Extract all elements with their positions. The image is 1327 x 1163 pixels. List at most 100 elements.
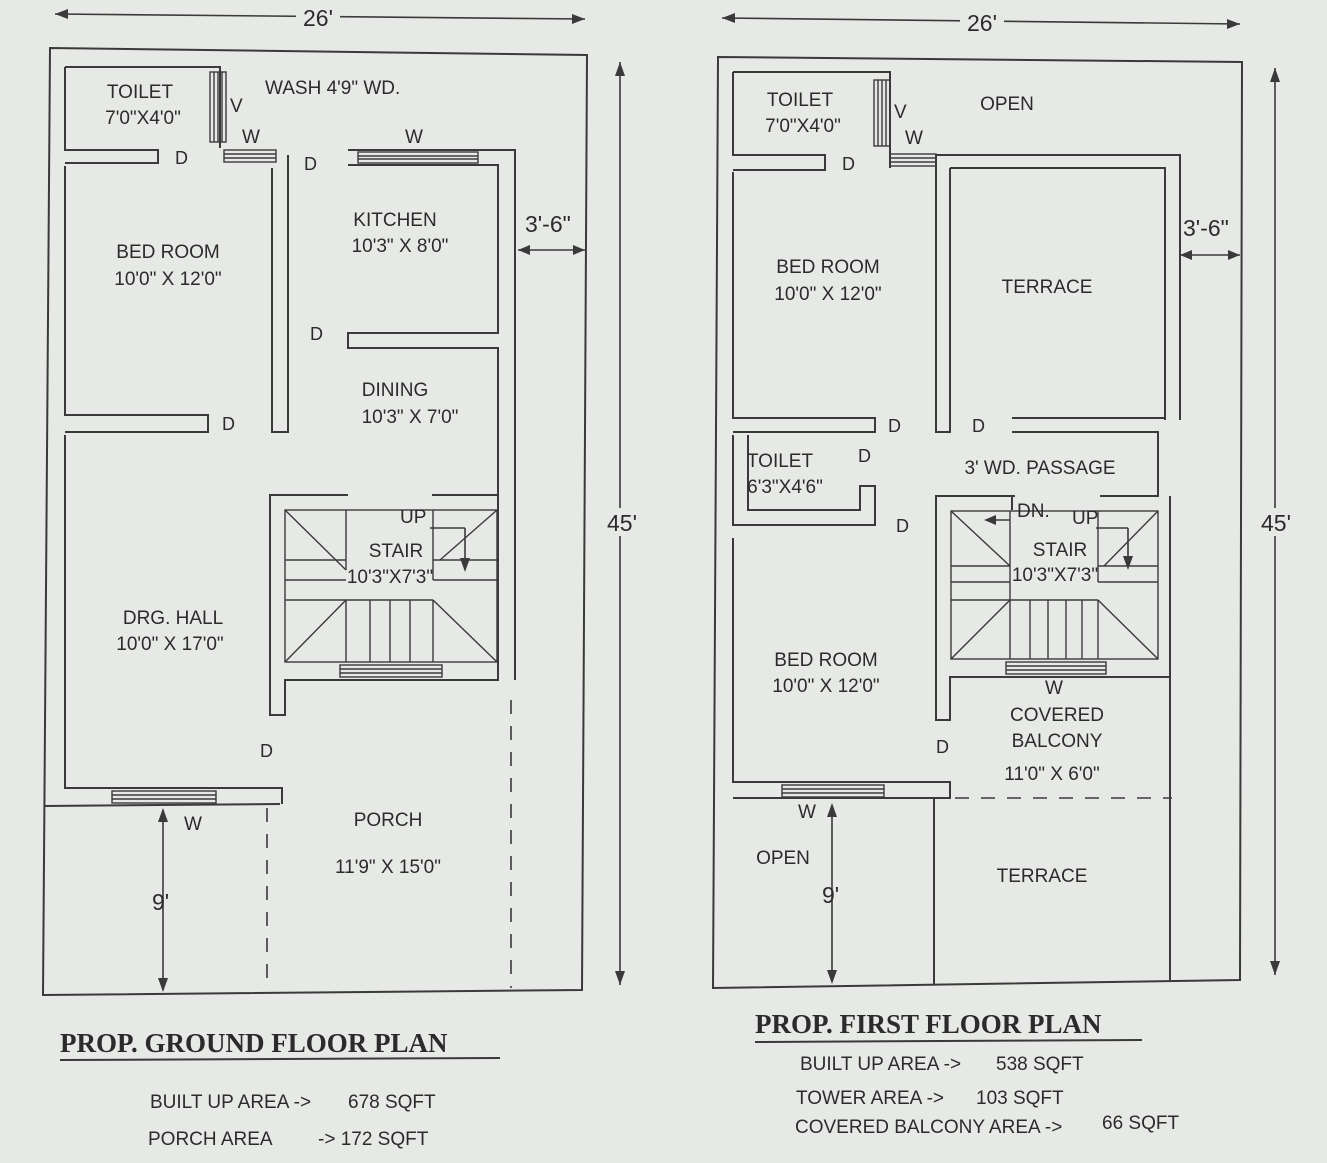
ff-stair-size: 10'3"X7'3" <box>1012 565 1098 586</box>
ff-balcony-line1: COVERED <box>1010 705 1104 726</box>
gf-ventilator-symbol: V <box>230 96 243 117</box>
ff-area-label: COVERED BALCONY AREA -> <box>795 1117 1062 1138</box>
arrow-down-icon <box>1123 556 1133 570</box>
gf-window-symbol: W <box>242 127 260 148</box>
gf-toilet-size: 7'0"X4'0" <box>105 108 181 129</box>
ff-plot-boundary <box>711 55 1244 990</box>
gf-stair-name: STAIR <box>369 541 424 562</box>
arrow-down-icon <box>615 971 625 985</box>
ff-stair-name: STAIR <box>1033 540 1088 561</box>
arrow-left-icon <box>55 9 68 19</box>
gf-porch-window-symbol: W <box>184 814 202 835</box>
ff-open-top: OPEN <box>980 94 1034 115</box>
arrow-up-icon <box>158 808 168 822</box>
gf-front-wall <box>43 803 281 807</box>
arrow-left-icon <box>984 515 996 525</box>
gf-porch-size: 11'9" X 15'0" <box>335 857 441 878</box>
gf-area-label: BUILT UP AREA -> <box>150 1092 311 1113</box>
gf-door-symbol: D <box>175 148 188 168</box>
ff-door-symbol: D <box>888 416 901 436</box>
gf-kitchen-window <box>357 151 479 164</box>
gf-area-label: PORCH AREA <box>148 1129 273 1150</box>
gf-porch-name: PORCH <box>354 810 423 831</box>
gf-porch-depth: 9' <box>152 889 169 915</box>
gf-stair-outline <box>284 509 498 663</box>
gf-hall-walls <box>64 435 283 804</box>
gf-stair-size: 10'3"X7'3" <box>347 567 433 588</box>
gf-toilet-name: TOILET <box>107 82 174 103</box>
gf-bedroom-name: BED ROOM <box>116 242 219 263</box>
gf-kitchen-size: 10'3" X 8'0" <box>352 236 449 257</box>
ground-floor-plan: 26' 45' TOILET 7'0"X4'0" V W D WASH 4'9"… <box>41 5 637 1150</box>
ff-balcony-window-symbol: W <box>1045 678 1063 699</box>
gf-plot-boundary <box>41 46 589 997</box>
ff-door-symbol: D <box>858 446 871 466</box>
ff-passage-walls <box>1012 417 1165 497</box>
gf-kitchen-name: KITCHEN <box>353 210 436 231</box>
ff-terrace-bottom: TERRACE <box>997 866 1088 887</box>
gf-dining-name: DINING <box>362 380 429 401</box>
arrow-right-icon <box>1227 19 1240 29</box>
ff-open-window-symbol: W <box>798 802 816 823</box>
ff-front-depth: 9' <box>822 882 839 908</box>
arrow-down-icon <box>827 970 837 984</box>
arrow-down-icon <box>1270 961 1280 975</box>
gf-kitchen-dining-walls <box>347 149 516 680</box>
gf-stair-walls <box>269 494 499 716</box>
ff-area-value: 103 SQFT <box>976 1088 1064 1109</box>
ff-stair-outline <box>950 510 1159 660</box>
arrow-left-icon <box>722 13 735 23</box>
ff-terrace-top: TERRACE <box>1002 277 1093 298</box>
gf-stair-window <box>339 664 443 678</box>
ff-bedroom2-size: 10'0" X 12'0" <box>772 676 879 697</box>
ff-balcony-size: 11'0" X 6'0" <box>1004 764 1099 785</box>
ff-door-symbol: D <box>936 737 949 757</box>
gf-toilet-walls <box>64 66 221 164</box>
ff-door-symbol: D <box>842 154 855 174</box>
ff-bedroom-size: 10'0" X 12'0" <box>774 284 881 305</box>
arrow-up-icon <box>615 62 625 76</box>
ff-width-dimension: 26' <box>967 10 997 36</box>
arrow-down-icon <box>158 978 168 992</box>
gf-hall-name: DRG. HALL <box>123 608 223 629</box>
gf-title: PROP. GROUND FLOOR PLAN <box>60 1028 448 1058</box>
gf-door-symbol: D <box>222 414 235 434</box>
ff-balcony-line2: BALCONY <box>1012 731 1103 752</box>
ff-door-symbol: D <box>896 516 909 536</box>
ff-bedroom2-name: BED ROOM <box>774 650 877 671</box>
gf-area-value: 678 SQFT <box>348 1092 436 1113</box>
gf-door-symbol: D <box>304 154 317 174</box>
ff-area-label: BUILT UP AREA -> <box>800 1054 961 1075</box>
ff-door-symbol: D <box>972 416 985 436</box>
arrow-right-icon <box>572 14 585 24</box>
gf-bedroom-walls <box>64 166 209 433</box>
gf-depth-dimension: 45' <box>607 510 637 536</box>
gf-hall-window <box>111 790 217 804</box>
gf-center-wall <box>271 155 289 433</box>
gf-width-dimension: 26' <box>303 5 333 31</box>
ff-area-label: TOWER AREA -> <box>796 1088 944 1109</box>
ff-depth-dimension: 45' <box>1261 510 1291 536</box>
arrow-up-icon <box>827 803 837 817</box>
ff-open-bottom: OPEN <box>756 848 810 869</box>
gf-kitchen-window-symbol: W <box>405 127 423 148</box>
ff-area-value: 538 SQFT <box>996 1054 1084 1075</box>
ff-passage-label: 3' WD. PASSAGE <box>964 458 1115 479</box>
gf-bedroom-size: 10'0" X 12'0" <box>114 269 221 290</box>
ff-terrace-walls <box>936 154 1181 420</box>
ff-toilet2-walls <box>732 435 876 526</box>
ff-center-wall <box>935 155 951 433</box>
ff-window-symbol: W <box>905 128 923 149</box>
ff-setback-dimension: 3'-6" <box>1183 215 1229 241</box>
ff-bedroom-walls <box>732 172 876 433</box>
ff-stair-window <box>1005 661 1107 675</box>
ff-bedroom2-window <box>781 784 885 798</box>
ff-ventilator-symbol: V <box>894 102 907 123</box>
gf-setback-dimension: 3'-6" <box>525 211 571 237</box>
gf-door-symbol: D <box>260 741 273 761</box>
ff-toilet2-size: 6'3"X4'6" <box>747 477 823 498</box>
gf-wash-label: WASH 4'9" WD. <box>265 78 400 99</box>
gf-stair-up: UP <box>400 507 426 528</box>
ff-bedroom-name: BED ROOM <box>776 257 879 278</box>
gf-dining-size: 10'3" X 7'0" <box>362 407 459 428</box>
